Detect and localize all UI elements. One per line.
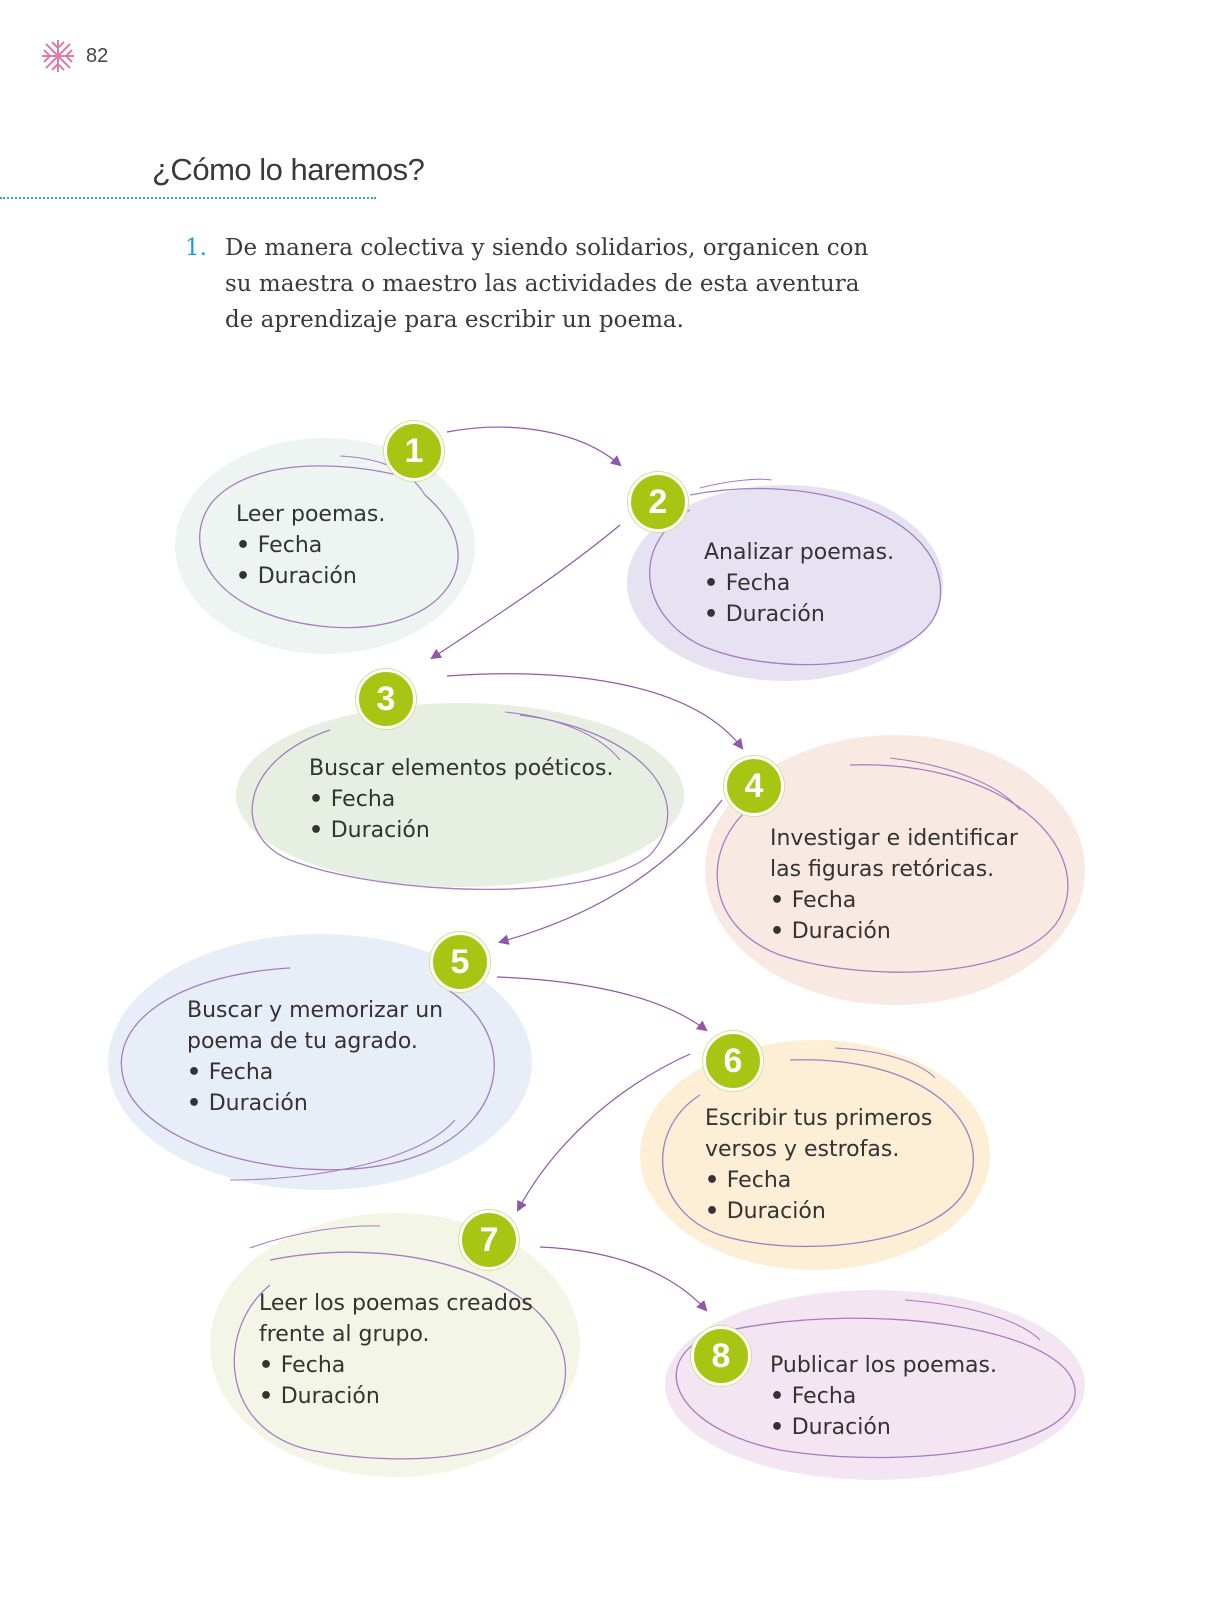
arrow-3-to-4 (446, 673, 744, 750)
step-5-duracion: Duración (187, 1088, 457, 1119)
step-2-title: Analizar poemas. (704, 540, 895, 565)
step-6-fecha: Fecha (705, 1165, 950, 1196)
step-6-badge: 6 (703, 1031, 763, 1091)
arrow-4-to-5 (497, 799, 723, 945)
step-8-fecha: Fecha (770, 1381, 1020, 1412)
step-7-fecha: Fecha (259, 1350, 549, 1381)
step-3-text: Buscar elementos poéticos. Fecha Duració… (309, 753, 639, 846)
step-3-badge: 3 (356, 669, 416, 729)
step-4-fecha: Fecha (770, 885, 1040, 916)
step-5-fecha: Fecha (187, 1057, 457, 1088)
step-1-fecha: Fecha (236, 530, 436, 561)
step-6-text: Escribir tus primeros versos y estrofas.… (705, 1103, 950, 1227)
step-7-duracion: Duración (259, 1381, 549, 1412)
instruction: 1. De manera colectiva y siendo solidari… (185, 230, 905, 338)
step-5-badge: 5 (430, 932, 490, 992)
section-title: ¿Cómo lo haremos? (152, 152, 425, 187)
step-1-duracion: Duración (236, 561, 436, 592)
step-8-duracion: Duración (770, 1412, 1020, 1443)
step-8-badge: 8 (691, 1326, 751, 1386)
step-4-title: Investigar e identificar las figuras ret… (770, 826, 1018, 882)
step-3-duracion: Duración (309, 815, 639, 846)
arrow-2-to-3 (430, 524, 621, 660)
step-7-text: Leer los poemas creados frente al grupo.… (259, 1288, 549, 1412)
step-6-title: Escribir tus primeros versos y estrofas. (705, 1106, 933, 1162)
instruction-number: 1. (185, 235, 207, 261)
step-8-title: Publicar los poemas. (770, 1353, 997, 1378)
step-3-fecha: Fecha (309, 784, 639, 815)
step-1-badge: 1 (384, 421, 444, 481)
title-divider (0, 197, 376, 199)
step-4-badge: 4 (724, 756, 784, 816)
step-6-duracion: Duración (705, 1196, 950, 1227)
step-2-text: Analizar poemas. Fecha Duración (704, 537, 924, 630)
pink-star-ornament-icon (42, 40, 74, 72)
arrow-1-to-2 (446, 426, 622, 467)
step-1-text: Leer poemas. Fecha Duración (236, 499, 436, 592)
step-2-badge: 2 (628, 472, 688, 532)
step-5-text: Buscar y memorizar un poema de tu agrado… (187, 995, 457, 1119)
step-7-title: Leer los poemas creados frente al grupo. (259, 1291, 533, 1347)
step-8-text: Publicar los poemas. Fecha Duración (770, 1350, 1020, 1443)
step-2-fecha: Fecha (704, 568, 924, 599)
page-header: 82 (40, 38, 108, 74)
instruction-text: De manera colectiva y siendo solidarios,… (225, 235, 869, 333)
page-number: 82 (86, 44, 109, 67)
step-4-duracion: Duración (770, 916, 1040, 947)
step-2-duracion: Duración (704, 599, 924, 630)
step-3-title: Buscar elementos poéticos. (309, 756, 614, 781)
step-1-title: Leer poemas. (236, 502, 386, 527)
step-5-title: Buscar y memorizar un poema de tu agrado… (187, 998, 444, 1054)
arrow-6-to-7 (516, 1053, 691, 1212)
step-7-badge: 7 (459, 1210, 519, 1270)
arrow-7-to-8 (539, 1246, 708, 1312)
arrow-5-to-6 (496, 976, 708, 1032)
step-4-text: Investigar e identificar las figuras ret… (770, 823, 1040, 947)
